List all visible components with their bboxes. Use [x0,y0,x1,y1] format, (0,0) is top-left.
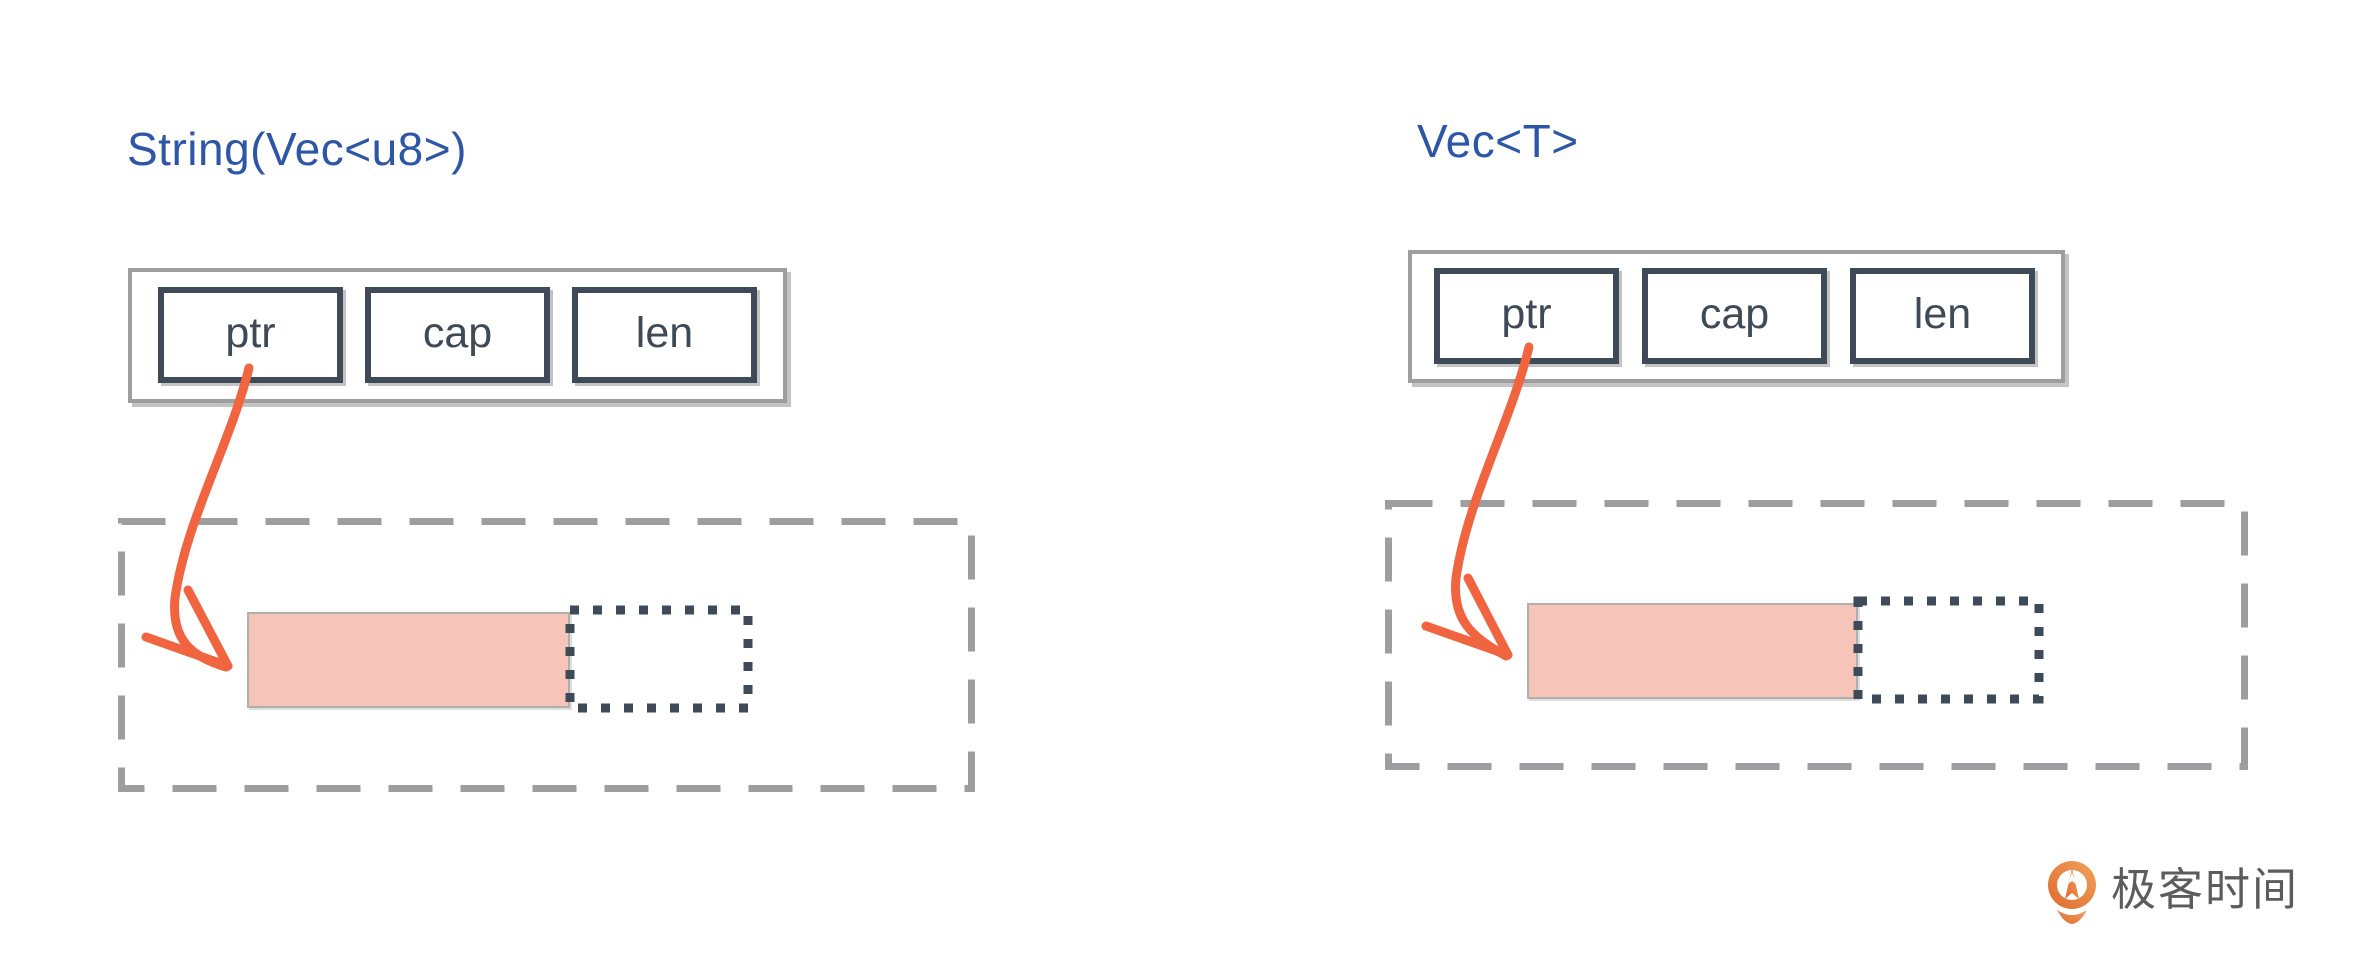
geektime-pin-icon [2048,861,2096,924]
right-field-cap: cap [1642,268,1827,364]
right-struct-box: ptr cap len [1408,250,2065,383]
left-field-ptr: ptr [158,287,343,383]
left-panel-title: String(Vec<u8>) [127,123,467,175]
left-ptr-arrow-icon [141,363,254,672]
geektime-logo-text: 极客时间 [2111,862,2300,916]
right-field-ptr: ptr [1434,268,1619,364]
left-heap-capacity-outline [565,605,753,713]
left-heap-buffer-used [247,612,570,708]
right-heap-buffer-used [1527,603,1858,699]
right-panel-title: Vec<T> [1417,115,1579,167]
left-field-cap: cap [365,287,550,383]
right-heap-capacity-outline [1853,596,2044,704]
right-ptr-arrow-icon [1421,342,1534,661]
geektime-logo: 极客时间 [2046,860,2299,924]
left-field-len: len [572,287,757,383]
left-struct-box: ptr cap len [128,268,787,403]
right-field-len: len [1850,268,2035,364]
